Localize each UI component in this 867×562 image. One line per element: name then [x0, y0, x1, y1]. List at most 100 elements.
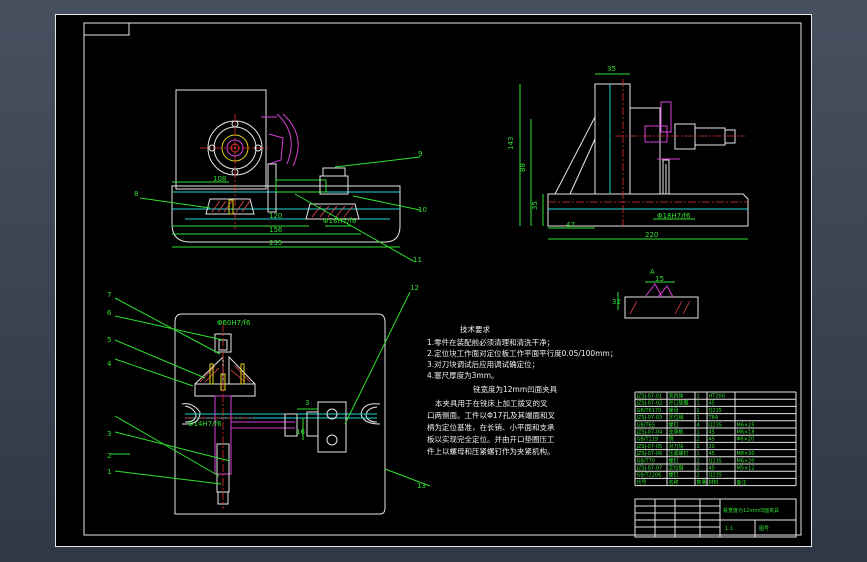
notes-title: 铣宽度为12mm凹面夹具 [473, 384, 558, 394]
notes-para-2: 口两侧面。工件以Φ17孔及其端面和叉 [427, 410, 555, 420]
bom-cell-code: GB/T119 [637, 437, 659, 443]
balloon-6: 6 [107, 309, 112, 317]
side-view: 35 143 88 35 47 220 Φ18H7/f6 [507, 65, 749, 240]
bom-cell-mat: Q235 [709, 458, 722, 464]
note-line-4: 4.塞尺厚度为3mm。 [427, 370, 499, 380]
bom-cell-name: 夹具体 [669, 393, 684, 400]
bom-cell-name: 对刀块 [669, 443, 684, 450]
balloon-labels: 1 2 3 4 5 6 7 8 9 10 11 12 13 [107, 150, 427, 490]
bom-cell-qty: 1 [697, 401, 700, 407]
bom-cell-qty: 1 [697, 394, 700, 400]
bom-cell-qty: 1 [697, 444, 700, 450]
bom-header-qty: 数量 [697, 479, 707, 486]
note-line-3: 3.对刀块调试后应用调试确定位； [427, 359, 539, 369]
bom-cell-note: Φ6×20 [737, 437, 755, 443]
bom-cell-qty: 2 [697, 458, 700, 464]
balloon-4: 4 [107, 360, 112, 368]
bom-cell-name: 销 [669, 436, 674, 443]
bom-header-note: 备注 [737, 479, 747, 486]
bom-cell-mat: T8A [708, 415, 719, 421]
balloon-2: 2 [107, 452, 111, 460]
title-block: 铣宽度为12mm凹面夹具 1:1 图号 [634, 498, 797, 538]
bom-cell-note: M6×18 [737, 430, 755, 436]
balloon-10: 10 [418, 206, 427, 214]
plan-view: 3 16 Φ60H7/f6 Φ14H7/f6 [174, 313, 386, 515]
bom-cell-name: 螺母 [669, 407, 679, 414]
dim-side-35b: 35 [531, 201, 539, 210]
bom-cell-mat: Q235 [709, 473, 722, 479]
bom-cell-note: M5×12 [737, 466, 755, 472]
bom-cell-note: M8×30 [737, 451, 755, 457]
bom-cell-code: GB/T6170 [637, 408, 662, 414]
bom-cell-qty: 4 [697, 422, 700, 428]
bom-cell-code: JZSJ-07-06 [636, 451, 663, 457]
bom-cell-code: JZSJ-07-04 [636, 430, 663, 436]
dim-a-32: 32 [612, 298, 621, 306]
balloon-12: 12 [410, 284, 419, 292]
notes-para-1: 本夹具用于在铣床上加工拨叉的叉 [435, 398, 548, 408]
balloon-11: 11 [413, 256, 422, 264]
bom-cell-qty: 2 [697, 437, 700, 443]
bom-cell-qty: 1 [697, 451, 700, 457]
dim-156: 156 [269, 226, 283, 234]
notes-para-3: 柄为定位基准，在长销、小平面和支承 [427, 422, 555, 432]
balloon-leaders [110, 156, 431, 487]
bom-header-mat: 材料 [709, 479, 719, 486]
drawing-sheet: 108 120 156 235 Φ18H7/f6 35 143 88 35 [55, 14, 812, 547]
bom-cell-name: 定位销 [669, 414, 684, 421]
bom-cell-note: M6×25 [737, 422, 755, 428]
note-line-2: 2.定位块工作面对定位板工作平面平行度0.05/100mm； [427, 348, 617, 358]
balloon-9: 9 [418, 150, 422, 158]
corner-code-box [83, 22, 130, 36]
note-line-1: 1.零件在装配前必须清理和清洗干净； [427, 337, 554, 347]
dim-side-220: 220 [645, 231, 658, 239]
title-block-sheet: 图号 [759, 526, 769, 532]
outer-border [55, 14, 812, 547]
bom-cell-qty: 1 [697, 430, 700, 436]
balloon-3: 3 [107, 430, 111, 438]
dim-side-47: 47 [566, 221, 575, 229]
bom-cell-mat: 20 [709, 444, 715, 450]
notes-heading: 技术要求 [460, 324, 490, 334]
bom-cell-code: JZSJ-07-02 [636, 401, 663, 407]
fit-side: Φ18H7/f6 [657, 212, 691, 220]
bom-cell-code: JZSJ-07-07 [636, 466, 663, 472]
bom-cell-qty: 2 [697, 466, 700, 472]
bom-cell-name: 支承板 [669, 429, 684, 436]
bom-cell-mat: HT200 [709, 394, 725, 400]
fit-plan-2: Φ14H7/f6 [188, 420, 222, 428]
bom-header-name: 名称 [669, 479, 679, 486]
bom-cell-code: GB/T70 [637, 458, 655, 464]
bom-cell-name: 定位键 [669, 465, 684, 472]
section-a: A 32 15 [612, 268, 699, 319]
dim-side-88: 88 [519, 163, 527, 172]
front-view: 108 120 156 235 Φ18H7/f6 [171, 89, 401, 248]
dim-plan-16: 16 [296, 428, 305, 436]
bom-cell-code: JZSJ-07-01 [636, 394, 663, 400]
bom-header-code: 代号 [637, 479, 647, 486]
notes-para-4: 板以实现完全定位。并由开口垫圈压工 [427, 434, 555, 444]
notes-para-5: 件上以螺母和压紧螺钉作为夹紧机构。 [427, 446, 555, 456]
bom-cell-name: 螺钉 [669, 472, 679, 479]
bom-cell-mat: Q235 [709, 408, 722, 414]
bom-cell-mat: 45 [709, 451, 715, 457]
bom-cell-qty: 1 [697, 415, 700, 421]
bom-cell-mat: 45 [709, 437, 715, 443]
bom-cell-name: 螺钉 [669, 457, 679, 464]
bom-cell-mat: 45 [709, 430, 715, 436]
bom-cell-name: 压紧螺钉 [669, 450, 689, 457]
balloon-13: 13 [417, 482, 426, 490]
bom-cell-code: JZSJ-07-03 [636, 415, 663, 421]
bom-cell-code: JZSJ-07-05 [636, 444, 663, 450]
bom-cell-code: GB/T2206 [637, 473, 662, 479]
balloon-1: 1 [107, 468, 111, 476]
dim-side-143: 143 [507, 137, 515, 150]
bom-cell-code: GB/T65 [637, 422, 655, 428]
technical-notes: 技术要求 1.零件在装配前必须清理和清洗干净； 2.定位块工作面对定位板工作平面… [427, 324, 617, 456]
fit-front: Φ18H7/f6 [323, 217, 357, 225]
balloon-7: 7 [107, 291, 111, 299]
assembly-drawing: 108 120 156 235 Φ18H7/f6 35 143 88 35 [55, 14, 812, 547]
balloon-5: 5 [107, 336, 111, 344]
bom-cell-name: 开口垫圈 [669, 400, 689, 407]
